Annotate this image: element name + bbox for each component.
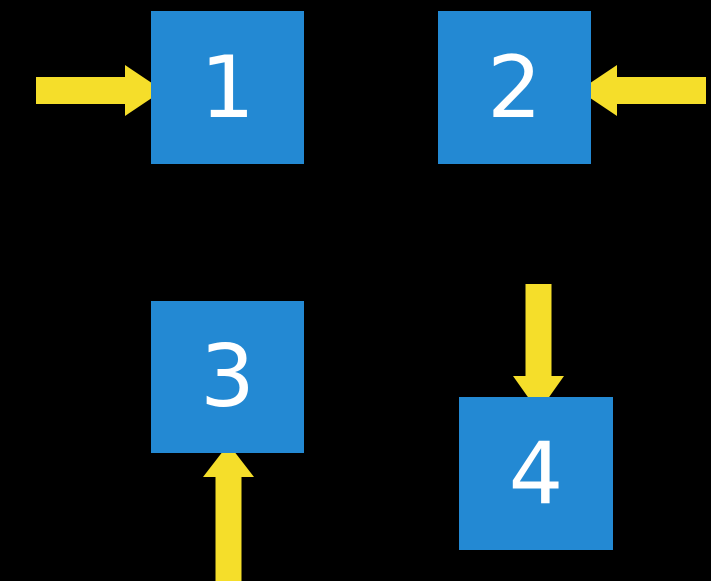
arrow-left-shape bbox=[579, 65, 706, 116]
node-box-3[interactable]: 3 bbox=[151, 301, 304, 453]
node-box-1[interactable]: 1 bbox=[151, 11, 304, 164]
node-label-3: 3 bbox=[200, 327, 255, 427]
node-label-4: 4 bbox=[508, 423, 564, 524]
arrow-into-node-4 bbox=[513, 284, 564, 413]
arrow-down-shape bbox=[513, 284, 564, 412]
node-box-2[interactable]: 2 bbox=[438, 11, 591, 164]
arrow-into-node-1 bbox=[36, 65, 166, 116]
arrow-right-shape bbox=[36, 65, 163, 116]
arrow-into-node-3 bbox=[203, 444, 254, 581]
node-label-1: 1 bbox=[200, 37, 255, 138]
node-label-2: 2 bbox=[487, 37, 542, 138]
node-box-4[interactable]: 4 bbox=[459, 397, 613, 550]
arrow-up-shape bbox=[203, 444, 254, 581]
arrow-into-node-2 bbox=[578, 65, 708, 116]
